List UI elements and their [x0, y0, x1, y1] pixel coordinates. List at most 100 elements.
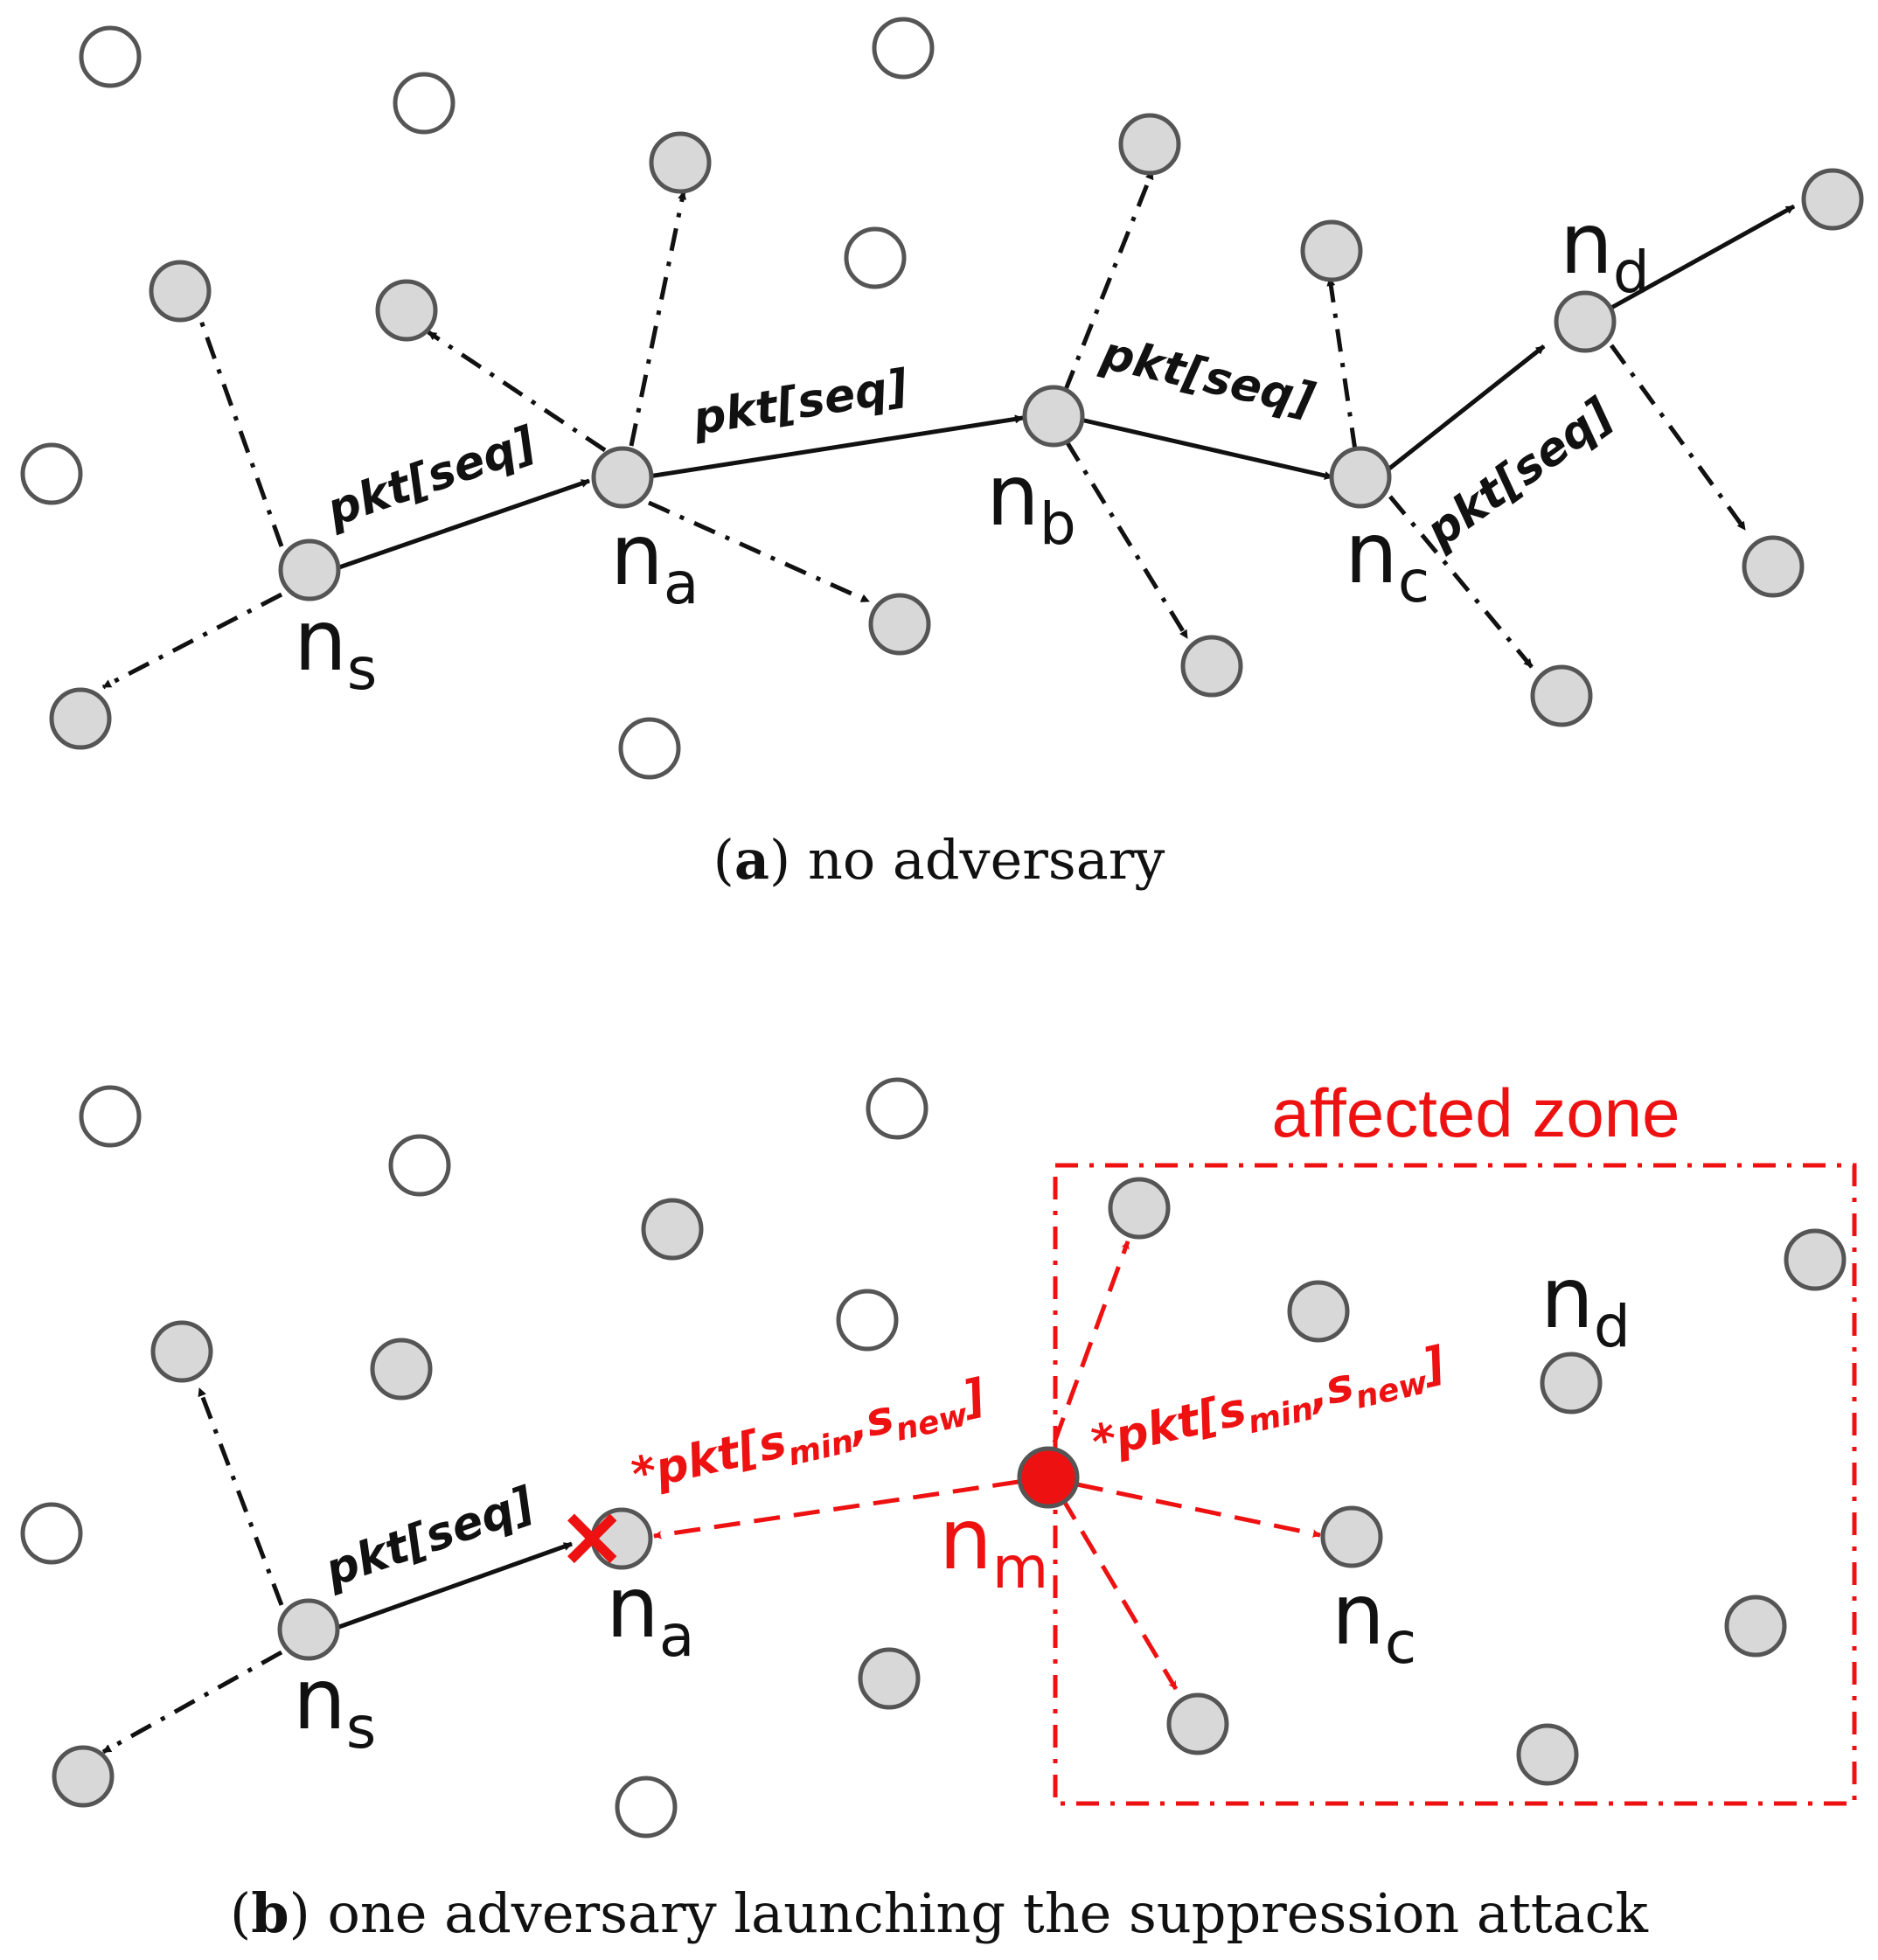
label-nd: nd	[1541, 1249, 1631, 1360]
label-na: na	[606, 1559, 694, 1670]
neighbor-node	[1108, 1177, 1171, 1240]
idle-node	[615, 1776, 678, 1838]
packet-labels-a: pkt[seq] pkt[seq] pkt[seq] pkt[seq]	[320, 327, 1623, 559]
broadcast-arrow	[1062, 170, 1155, 393]
node-labels-a: ns na nb nc nd	[294, 195, 1650, 703]
idle-nodes-b	[20, 1077, 929, 1838]
broadcast-arrow	[101, 592, 283, 690]
neighbor-node	[649, 131, 712, 194]
forward-arrow	[336, 1541, 573, 1630]
broadcast-arrow	[101, 1650, 283, 1755]
neighbor-node	[1530, 664, 1593, 727]
neighbor-node	[1540, 1352, 1603, 1414]
neighbor-node	[1742, 535, 1805, 598]
idle-node	[866, 1077, 929, 1140]
packet-label: pkt[seq]	[1416, 388, 1624, 559]
fake-packet-label-left: *pkt[smin,snew]	[627, 1370, 991, 1509]
panel-a: pkt[seq] pkt[seq] pkt[seq] pkt[seq] ns n…	[20, 17, 1864, 892]
label-nc: nc	[1345, 504, 1429, 615]
broadcast-arrow	[1326, 277, 1358, 451]
broadcast-arrow	[193, 305, 284, 547]
neighbor-node	[868, 593, 931, 656]
node-nd	[1554, 290, 1617, 353]
broadcast-arrow	[1064, 440, 1190, 640]
malicious-arrow	[1076, 1482, 1321, 1539]
idle-node	[836, 1289, 899, 1352]
label-nm: nm	[939, 1491, 1048, 1602]
active-nodes-a	[49, 113, 1864, 750]
malicious-arrow	[1052, 1241, 1130, 1443]
normal-arrows-b	[101, 1387, 573, 1755]
label-nd: nd	[1560, 195, 1650, 306]
node-ns	[278, 539, 341, 601]
idle-node	[618, 717, 681, 780]
label-nc: nc	[1332, 1566, 1416, 1677]
packet-label: pkt[seq]	[689, 360, 912, 446]
broadcast-arrow	[427, 330, 607, 453]
broadcast-arrow	[1388, 495, 1534, 669]
neighbor-node	[1287, 1280, 1350, 1343]
idle-node	[79, 25, 142, 88]
forward-arrow	[336, 478, 590, 571]
neighbor-node	[1300, 219, 1363, 282]
broadcast-arrow	[629, 191, 687, 447]
forward-arrow	[648, 414, 1024, 479]
label-ns: ns	[294, 592, 377, 703]
neighbor-node	[149, 260, 212, 323]
neighbor-node	[1801, 168, 1864, 231]
neighbor-node	[1166, 1692, 1229, 1755]
neighbor-node	[641, 1198, 704, 1261]
broadcast-arrow	[647, 500, 871, 604]
packet-labels-b: pkt[seq] *pkt[smin,snew] *pkt[smin,snew]	[318, 1338, 1451, 1598]
label-na: na	[610, 506, 699, 617]
idle-node	[844, 226, 907, 289]
node-na	[590, 1507, 653, 1570]
drop-mark: ×	[557, 1487, 627, 1585]
broadcast-arrow	[197, 1387, 284, 1606]
idle-node	[393, 72, 456, 135]
neighbor-node	[1516, 1723, 1579, 1786]
forward-arrow	[1383, 344, 1546, 474]
forward-arrow	[1080, 417, 1333, 480]
panel-b: affected zone	[20, 1074, 1857, 1945]
packet-label: pkt[seq]	[320, 417, 543, 538]
idle-node	[79, 1085, 142, 1148]
idle-node	[388, 1134, 451, 1197]
node-nc	[1320, 1505, 1383, 1568]
caption-a: (a) no adversary	[713, 828, 1165, 892]
forward-arrow	[1610, 204, 1796, 310]
caption-b: (b) one adversary launching the suppress…	[230, 1881, 1648, 1945]
fake-packet-label-right: *pkt[smin,snew]	[1087, 1338, 1451, 1477]
node-labels-b: ns na nm nc nd	[293, 1249, 1631, 1762]
node-nb	[1022, 385, 1085, 448]
idle-node	[872, 17, 935, 80]
node-na	[591, 446, 654, 509]
idle-nodes-a	[20, 17, 935, 780]
broadcast-arrows-a	[101, 170, 1748, 690]
label-ns: ns	[293, 1651, 376, 1762]
neighbor-node	[52, 1745, 115, 1808]
neighbor-node	[1180, 635, 1243, 698]
packet-label: pkt[seq]	[1096, 327, 1319, 427]
malicious-arrow	[1059, 1495, 1179, 1691]
broadcast-arrow	[1609, 344, 1748, 532]
neighbor-node	[1724, 1595, 1787, 1658]
neighbor-node	[49, 687, 112, 750]
label-nb: nb	[986, 447, 1076, 558]
active-nodes-b	[52, 1177, 1847, 1808]
node-ns	[277, 1598, 340, 1661]
affected-zone-label: affected zone	[1272, 1074, 1680, 1151]
neighbor-node	[375, 279, 438, 342]
adversary-node-nm	[1017, 1446, 1080, 1509]
malicious-arrows	[653, 1241, 1321, 1691]
neighbor-node	[1118, 113, 1181, 176]
neighbor-node	[1784, 1228, 1847, 1291]
neighbor-node	[858, 1647, 921, 1710]
idle-node	[20, 1502, 83, 1565]
malicious-arrow	[653, 1479, 1019, 1540]
node-nc	[1329, 446, 1392, 509]
neighbor-node	[150, 1320, 213, 1383]
idle-node	[20, 442, 83, 505]
forward-path-a	[336, 204, 1796, 571]
